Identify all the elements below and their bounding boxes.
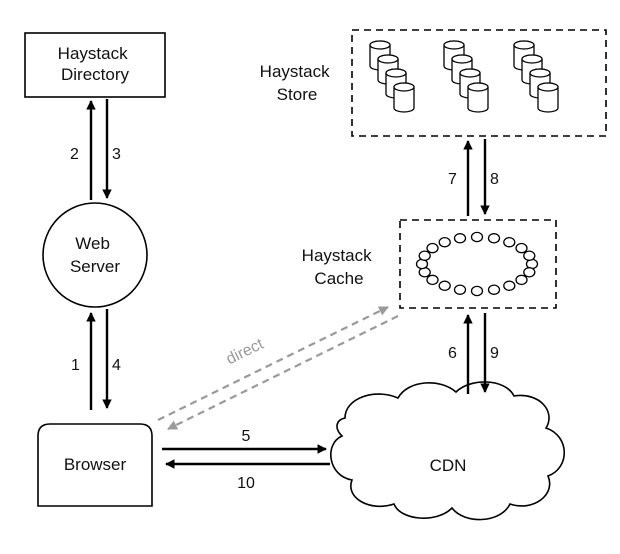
edge-label-5: 5 (242, 428, 251, 445)
haystack-cache-label: Haystack Cache (302, 246, 377, 288)
cache-bead (523, 267, 536, 278)
edge-label-8: 8 (490, 171, 499, 188)
cache-bead (438, 236, 451, 248)
cache-bead (515, 242, 528, 254)
haystack-store-label: Haystack Store (260, 62, 335, 104)
edge-label-10: 10 (237, 475, 255, 492)
haystack-directory-node: Haystack Directory (24, 32, 166, 98)
edge-label-3: 3 (112, 146, 121, 163)
cache-bead (418, 250, 431, 261)
edge-label-4: 4 (112, 357, 121, 374)
web-server-node: Web Server (42, 202, 148, 308)
browser-label: Browser (64, 455, 127, 474)
cache-bead (523, 250, 536, 261)
store-disks (369, 40, 559, 113)
edge-label-7: 7 (448, 171, 457, 188)
cdn-label: CDN (430, 456, 467, 475)
haystack-store-node (351, 29, 607, 137)
cache-bead (426, 242, 439, 254)
cache-bead (470, 285, 484, 297)
edge-label-2: 2 (70, 146, 79, 163)
edge-label-1: 1 (71, 357, 80, 374)
direct-arrow-to-cache (157, 306, 389, 421)
cache-bead (503, 280, 516, 292)
cache-bead (470, 231, 484, 243)
haystack-directory-label: Haystack Directory (58, 44, 133, 84)
haystack-cache-node (399, 219, 557, 309)
direct-arrow-to-browser (167, 315, 399, 430)
cache-bead (515, 274, 528, 286)
browser-node: Browser (37, 423, 153, 507)
cache-bead (438, 280, 451, 292)
disk-icon (393, 82, 415, 113)
cache-ring (415, 231, 539, 297)
direct-label: direct (224, 335, 267, 368)
web-server-label: Web Server (70, 234, 120, 276)
edge-label-9: 9 (490, 345, 499, 362)
cache-bead (503, 236, 516, 248)
edge-label-6: 6 (448, 345, 457, 362)
cache-bead (453, 233, 467, 244)
cache-bead (453, 284, 467, 295)
cache-bead (487, 284, 501, 295)
cache-bead (426, 274, 439, 286)
disk-icon (513, 40, 535, 71)
disk-icon (467, 82, 489, 113)
cdn-node: CDN (330, 381, 565, 521)
disk-icon (537, 82, 559, 113)
cache-bead (487, 233, 501, 244)
